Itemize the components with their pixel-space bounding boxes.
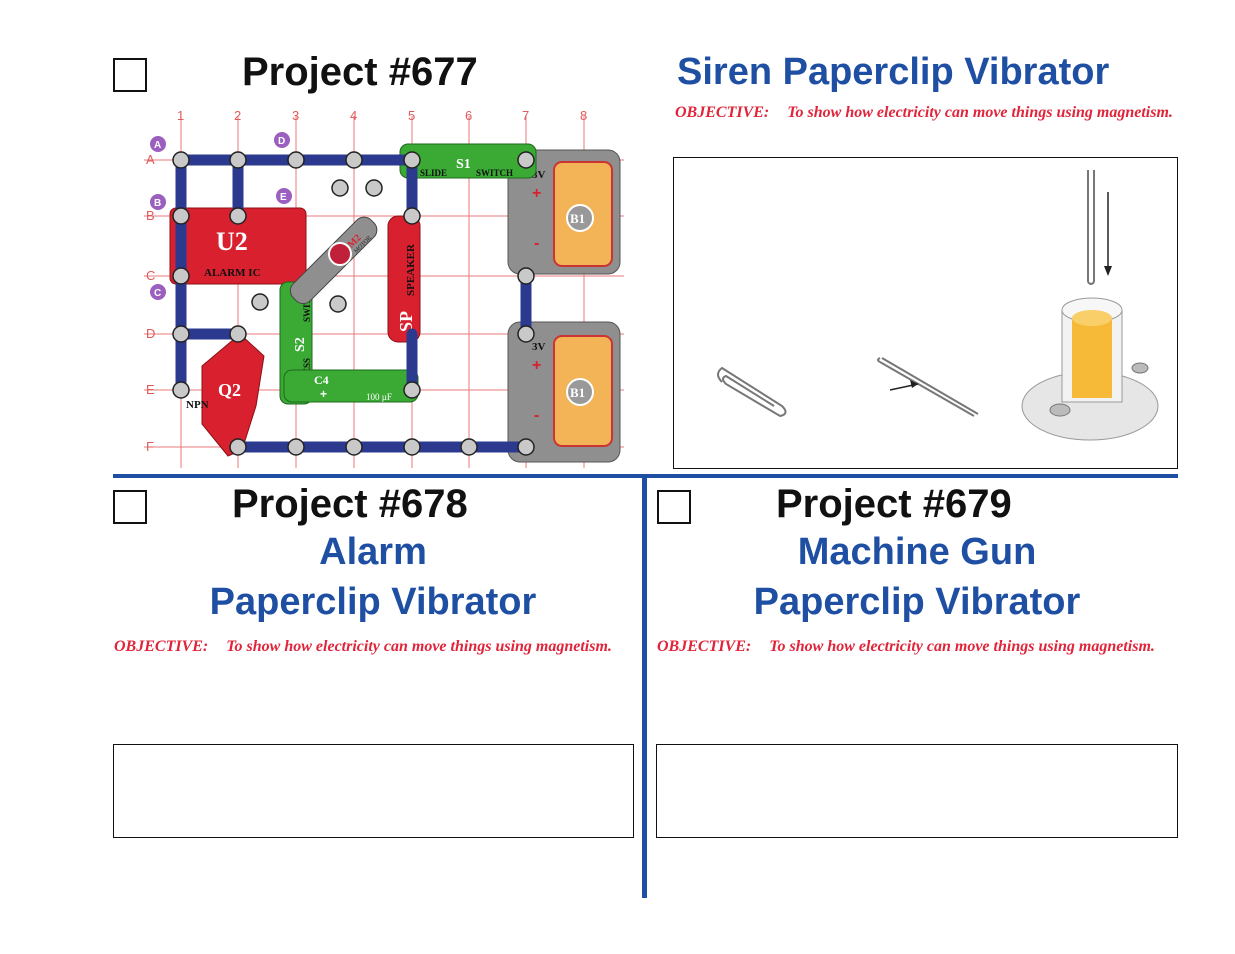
marker-c: C (154, 288, 161, 299)
m2-motor: M2 MOTOR (289, 216, 378, 305)
marker-d: D (278, 136, 285, 147)
slide-label: SLIDE (420, 168, 447, 178)
cap-plus-label: + (320, 387, 327, 401)
straight-paperclip-icon (877, 357, 979, 417)
objective-label: OBJECTIVE: (657, 638, 752, 655)
project-678-figure-box (113, 744, 634, 838)
col-label-7: 7 (522, 108, 529, 123)
project-678-subtitle-line2: Paperclip Vibrator (209, 581, 537, 623)
objective-label: OBJECTIVE: (675, 104, 770, 121)
row-label-d: D (146, 326, 155, 341)
marker-b: B (154, 198, 161, 209)
row-label-e: E (146, 382, 155, 397)
battery-minus-top: - (534, 235, 539, 252)
b1-label-top: B1 (570, 211, 585, 226)
paperclip-vibrator-figure (717, 170, 1159, 441)
switch2-label: SWITCH (302, 285, 312, 322)
project-679-checkbox[interactable] (657, 490, 691, 524)
battery-holder-bottom: B1 3V + - (507, 321, 621, 463)
project-679-objective: OBJECTIVE: To show how electricity can m… (657, 635, 1177, 658)
speaker-sp: SP SPEAKER (387, 215, 421, 343)
col-label-2: 2 (234, 108, 241, 123)
battery-plus-top: + (532, 185, 541, 202)
project-678-title: Project #678 (232, 482, 468, 526)
marker-a: A (154, 140, 161, 151)
project-678-subtitle-line1: Alarm (319, 531, 427, 573)
project-679-subtitle-line1: Machine Gun (797, 531, 1037, 573)
objective-text: To show how electricity can move things … (226, 638, 612, 655)
project-678-objective: OBJECTIVE: To show how electricity can m… (114, 635, 633, 658)
paperclip-icon (717, 366, 787, 418)
horizontal-divider (113, 474, 1178, 478)
objective-text: To show how electricity can move things … (787, 104, 1173, 121)
project-677-subtitle: Siren Paperclip Vibrator (677, 51, 1110, 93)
project-677-title: Project #677 (242, 50, 478, 94)
col-label-3: 3 (292, 108, 299, 123)
project-677-objective: OBJECTIVE: To show how electricity can m… (675, 101, 1177, 124)
u2-sublabel: ALARM IC (204, 267, 261, 279)
project-679-subtitle-line2: Paperclip Vibrator (753, 581, 1081, 623)
b1-label-bottom: B1 (570, 385, 585, 400)
speaker-label: SPEAKER (405, 243, 417, 296)
row-label-c: C (146, 268, 155, 283)
col-label-6: 6 (465, 108, 472, 123)
position-markers: A B C D E (150, 132, 292, 300)
objective-label: OBJECTIVE: (114, 638, 209, 655)
objective-text: To show how electricity can move things … (769, 638, 1155, 655)
battery-plus-bottom: + (532, 357, 541, 374)
col-label-1: 1 (177, 108, 184, 123)
col-label-5: 5 (408, 108, 415, 123)
c4-label: C4 (314, 373, 329, 387)
col-label-4: 4 (350, 108, 357, 123)
snap-nodes (172, 151, 535, 456)
project-679-title: Project #679 (776, 482, 1012, 526)
col-label-8: 8 (580, 108, 587, 123)
row-label-a: A (146, 152, 155, 167)
project-678-checkbox[interactable] (113, 490, 147, 524)
project-679-figure-box (656, 744, 1178, 838)
q2-label: Q2 (218, 380, 241, 400)
c4-capacitor: C4 100 µF + (283, 369, 419, 403)
s1-label: S1 (456, 157, 471, 172)
battery-minus-bottom: - (534, 407, 539, 424)
circuit-diagram: 1 2 3 4 5 6 7 8 A B C D E F B1 3V + - B1… (144, 108, 624, 468)
motor-base-icon (1021, 297, 1159, 441)
s2-label: S2 (293, 337, 308, 352)
cap-value-label: 100 µF (366, 392, 392, 402)
vertical-divider (642, 478, 647, 898)
sp-label: SP (396, 311, 416, 332)
q2-transistor: Q2 NPN (186, 333, 265, 457)
s1-slide-switch: S1 SLIDE SWITCH (399, 143, 537, 179)
npn-label: NPN (186, 399, 209, 411)
project-677-checkbox[interactable] (113, 58, 147, 92)
marker-e: E (280, 192, 287, 203)
battery-holder-top: B1 3V + - (507, 149, 621, 275)
u2-alarm-ic: U2 ALARM IC (169, 207, 307, 285)
row-label-f: F (146, 439, 154, 454)
row-label-b: B (146, 208, 155, 223)
battery-voltage-bottom: 3V (532, 341, 546, 353)
u2-label: U2 (216, 227, 248, 256)
vertical-paperclip-icon (1087, 170, 1095, 285)
switch-label: SWITCH (476, 168, 513, 178)
